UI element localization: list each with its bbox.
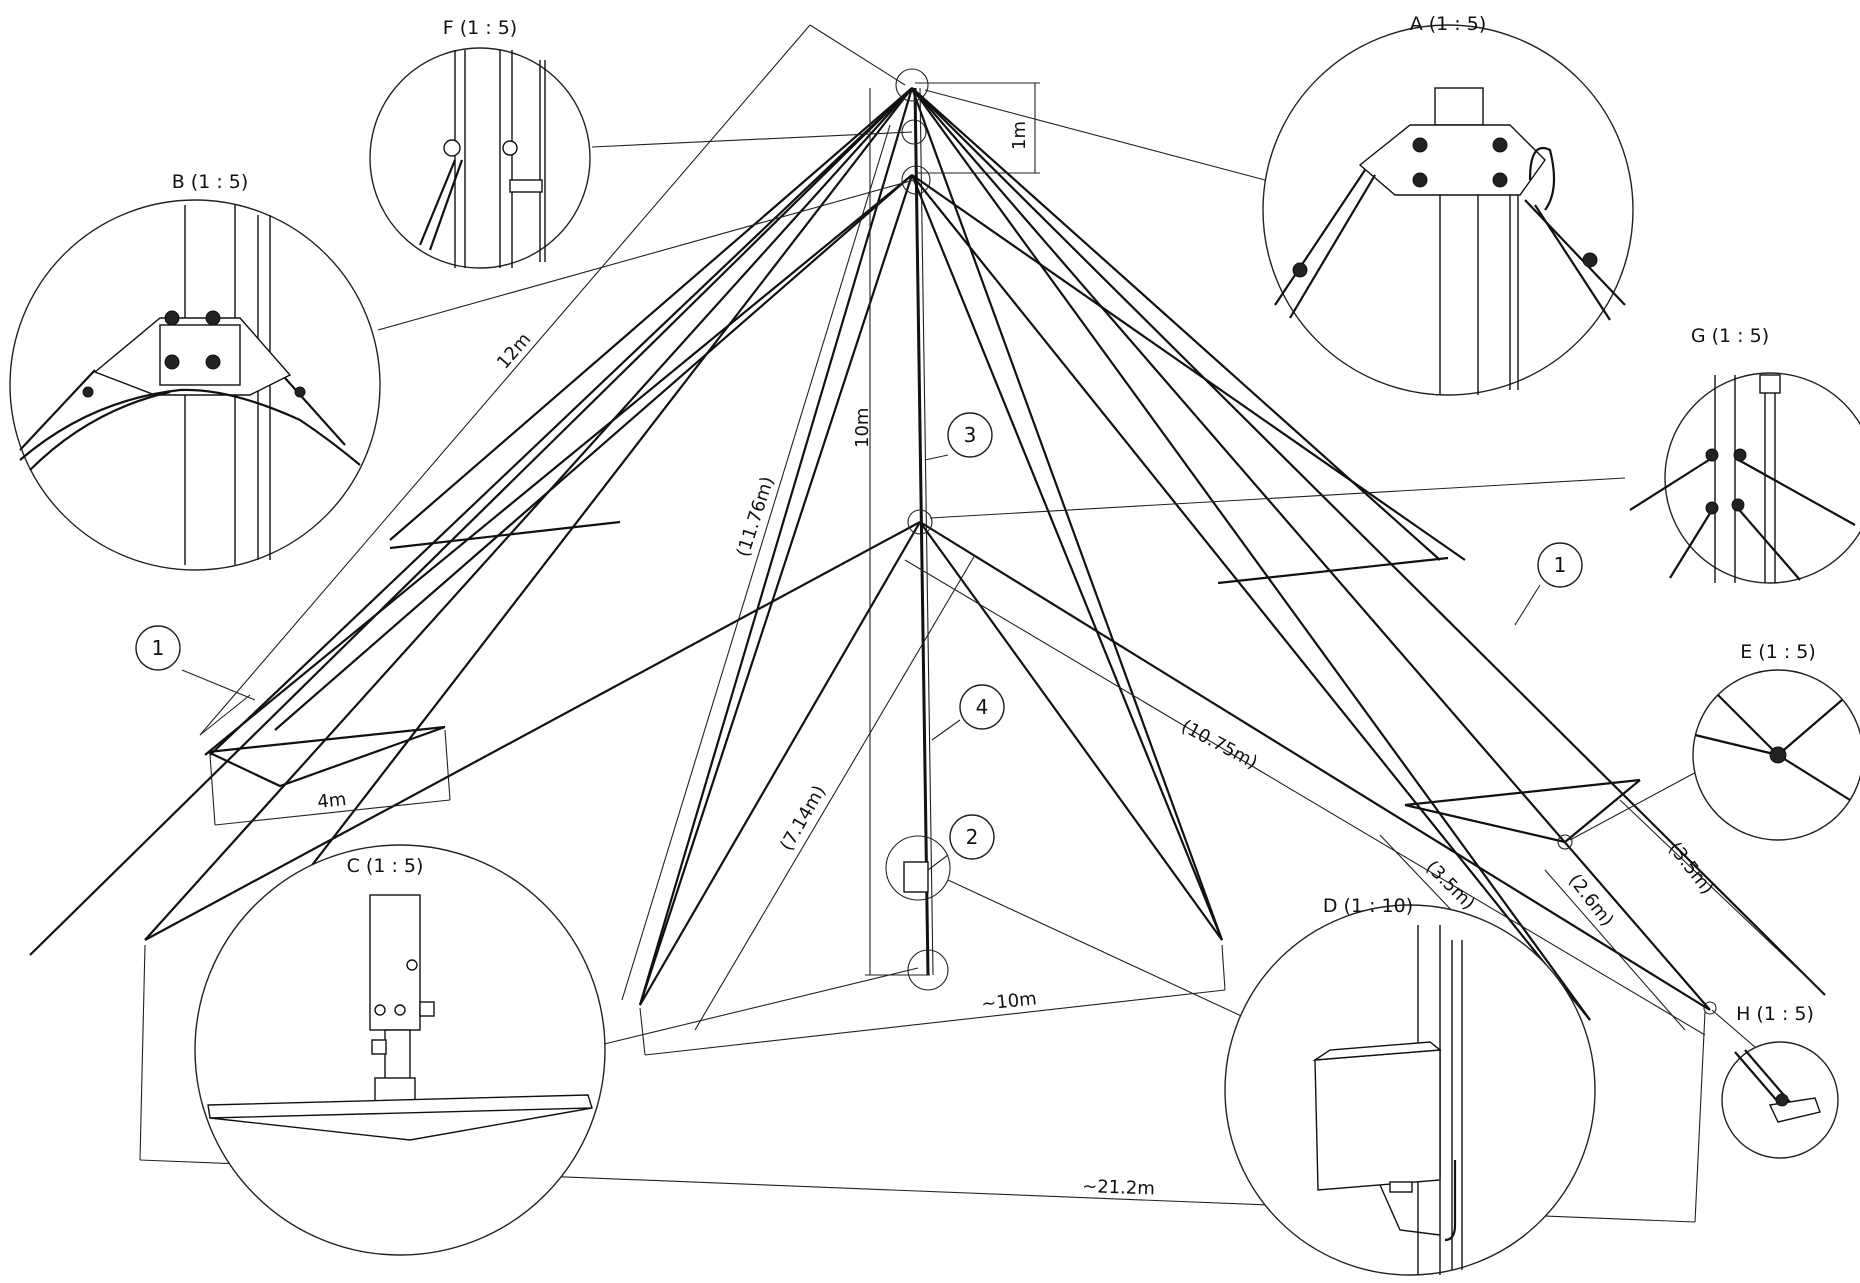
detail-view-c [194, 844, 606, 1256]
svg-text:2: 2 [966, 825, 979, 849]
svg-text:1: 1 [152, 636, 165, 660]
view-title-e: E (1 : 5) [1740, 641, 1816, 663]
detail-view-d [1224, 904, 1596, 1276]
dim-guy-length: 12m [493, 329, 535, 373]
view-title-h: H (1 : 5) [1736, 1003, 1814, 1025]
dim-seg-c: (3.5m) [1664, 838, 1718, 898]
detail-view-f [369, 47, 591, 269]
mid-guy-wires [204, 174, 1591, 1021]
detail-view-e [1692, 669, 1860, 841]
control-box [903, 861, 929, 893]
balloon-4: 4 [959, 684, 1005, 730]
detail-view-b [9, 199, 381, 571]
dim-mast-height: 10m [852, 408, 873, 448]
view-title-a: A (1 : 5) [1410, 13, 1487, 35]
view-title-c: C (1 : 5) [347, 855, 424, 877]
detail-view-a [1262, 24, 1634, 396]
dim-spread-left: 4m [316, 789, 347, 813]
dim-base-span: ~10m [980, 988, 1037, 1015]
dim-inner-guy: (7.14m) [776, 782, 830, 855]
view-title-f: F (1 : 5) [443, 17, 517, 39]
balloon-2: 2 [949, 814, 995, 860]
leader-lines [181, 89, 1771, 1061]
balloon-3: 3 [947, 412, 993, 458]
svg-text:3: 3 [964, 423, 977, 447]
lower-guy-wires [144, 521, 1711, 1011]
svg-text:1: 1 [1554, 553, 1567, 577]
view-title-b: B (1 : 5) [172, 171, 249, 193]
balloons: 1 1 2 3 4 [135, 412, 1583, 860]
balloon-1-left: 1 [135, 625, 181, 671]
view-title-g: G (1 : 5) [1691, 325, 1769, 347]
detail-view-h [1721, 1041, 1839, 1159]
dim-outer-guy: (11.76m) [733, 474, 779, 560]
detail-view-g [1629, 372, 1860, 584]
balloon-1-right: 1 [1537, 542, 1583, 588]
spreader-bars [207, 520, 1641, 844]
mast [913, 87, 930, 976]
svg-text:4: 4 [976, 695, 989, 719]
main-assembly [29, 68, 1826, 1021]
dim-top-offset: 1m [1009, 121, 1030, 150]
dim-total-span: ~21.2m [1082, 1176, 1155, 1200]
view-title-d: D (1 : 10) [1323, 895, 1413, 917]
